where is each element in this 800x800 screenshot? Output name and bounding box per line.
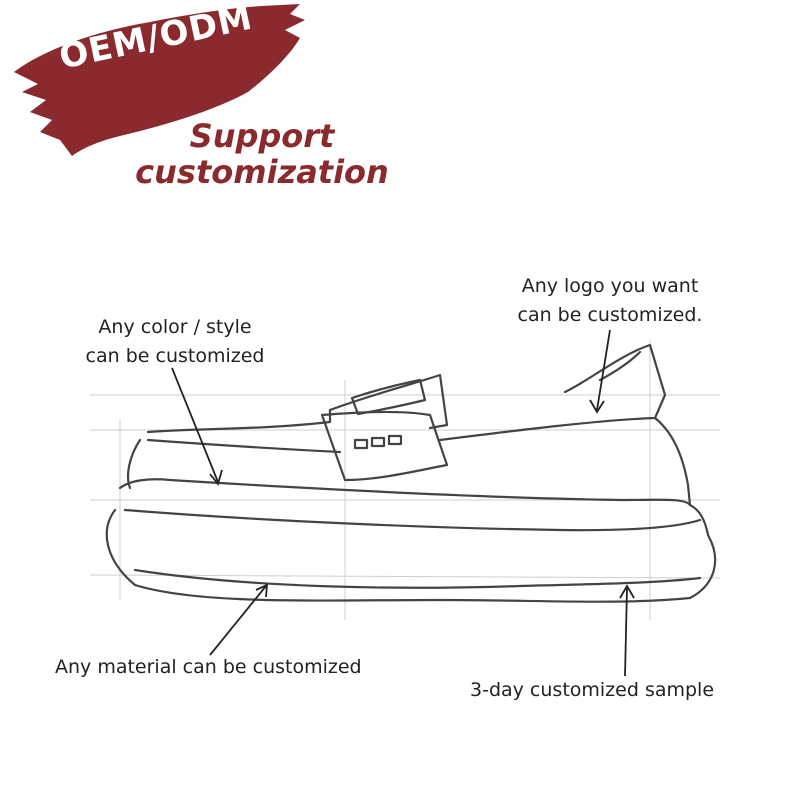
subtitle-line-2: customization: [135, 153, 389, 191]
arrow-material: [209, 585, 267, 656]
callout-color-line-1: Any color / style: [98, 316, 252, 338]
shoe-outline: [105, 343, 717, 603]
callout-logo-line-1: Any logo you want: [521, 275, 699, 297]
callout-sample: 3-day customized sample: [470, 679, 715, 701]
callout-color-style: Any color / style can be customized: [55, 313, 295, 371]
callout-color-line-2: can be customized: [85, 345, 265, 367]
subtitle-line-1: Support: [189, 117, 335, 155]
callout-logo: Any logo you want can be customized.: [490, 272, 730, 330]
arrow-color-style: [171, 367, 219, 483]
arrow-sample: [624, 587, 628, 677]
callout-arrows: [171, 329, 635, 677]
support-customization-heading: Support customization: [112, 118, 412, 190]
oem-banner: OEM/ODM: [0, 0, 320, 170]
brush-stroke-shape: [14, 4, 305, 156]
callout-logo-line-2: can be customized.: [517, 304, 703, 326]
arrow-logo: [596, 329, 611, 411]
callout-material: Any material can be customized: [55, 656, 362, 678]
